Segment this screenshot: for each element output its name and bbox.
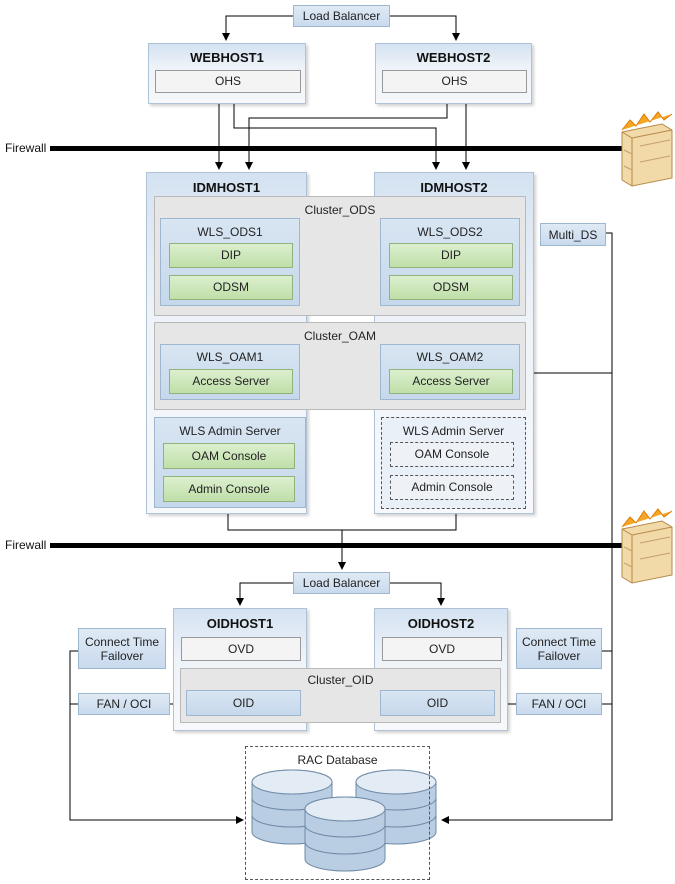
oidhost2-ovd: OVD [382, 637, 502, 661]
webhost1-ohs: OHS [155, 70, 301, 93]
oidhost1-title: OIDHOST1 [206, 616, 274, 631]
oidhost2-title: OIDHOST2 [407, 616, 475, 631]
webhost1-title: WEBHOST1 [190, 50, 264, 65]
cluster-oid-title: Cluster_OID [307, 673, 374, 687]
wls-ods1: WLS_ODS1 DIP ODSM [160, 218, 300, 306]
wls-ods2-title: WLS_ODS2 [417, 225, 483, 239]
wls-admin-server-1: WLS Admin Server OAM Console Admin Conso… [154, 417, 306, 508]
rac-database-title: RAC Database [297, 753, 378, 767]
wls-admin-server-2: WLS Admin Server OAM Console Admin Conso… [381, 417, 526, 509]
admin2-admin-console: Admin Console [390, 475, 514, 500]
left-connect-time-failover: Connect Time Failover [78, 628, 166, 669]
wls-oam2: WLS_OAM2 Access Server [380, 344, 520, 400]
admin1-admin-console: Admin Console [163, 476, 295, 502]
wls-ods2: WLS_ODS2 DIP ODSM [380, 218, 520, 306]
webhost2: WEBHOST2 OHS [375, 43, 532, 104]
firewall-icon-mid [621, 508, 673, 584]
idmhost2-title: IDMHOST2 [420, 180, 488, 195]
oidhost1-oid: OID [186, 690, 301, 716]
rac-database: RAC Database [245, 746, 430, 880]
webhost2-title: WEBHOST2 [416, 50, 491, 65]
wls-ods2-dip: DIP [389, 243, 513, 268]
firewall-mid-label: Firewall [5, 538, 47, 552]
left-fan-oci: FAN / OCI [78, 693, 170, 715]
right-fan-oci: FAN / OCI [516, 693, 602, 715]
oidhost1-ovd: OVD [181, 637, 301, 661]
firewall-icon-top [621, 111, 673, 187]
cluster-oam-title: Cluster_OAM [303, 329, 377, 343]
idmhost1-title: IDMHOST1 [192, 180, 261, 195]
wls-oam1-title: WLS_OAM1 [196, 350, 264, 364]
wls-ods2-odsm: ODSM [389, 275, 513, 300]
wls-ods1-title: WLS_ODS1 [197, 225, 263, 239]
admin2-oam-console: OAM Console [390, 442, 514, 467]
oidhost2-oid: OID [380, 690, 495, 716]
webhost2-ohs: OHS [382, 70, 527, 93]
admin2-title: WLS Admin Server [402, 424, 505, 438]
load-balancer-mid: Load Balancer [293, 572, 390, 594]
wls-oam1-access-server: Access Server [169, 369, 293, 394]
wls-oam1: WLS_OAM1 Access Server [160, 344, 300, 400]
load-balancer-top: Load Balancer [293, 5, 390, 27]
firewall-top-label: Firewall [5, 141, 47, 155]
rac-database-cylinders [251, 769, 437, 872]
admin1-title: WLS Admin Server [179, 424, 281, 438]
cluster-ods-title: Cluster_ODS [304, 203, 376, 217]
wls-oam2-title: WLS_OAM2 [416, 350, 484, 364]
wls-ods1-odsm: ODSM [169, 275, 293, 300]
webhost1: WEBHOST1 OHS [148, 43, 306, 104]
multi-ds: Multi_DS [540, 223, 606, 246]
right-connect-time-failover: Connect Time Failover [516, 628, 602, 669]
admin1-oam-console: OAM Console [163, 443, 295, 469]
wls-oam2-access-server: Access Server [389, 369, 513, 394]
wls-ods1-dip: DIP [169, 243, 293, 268]
